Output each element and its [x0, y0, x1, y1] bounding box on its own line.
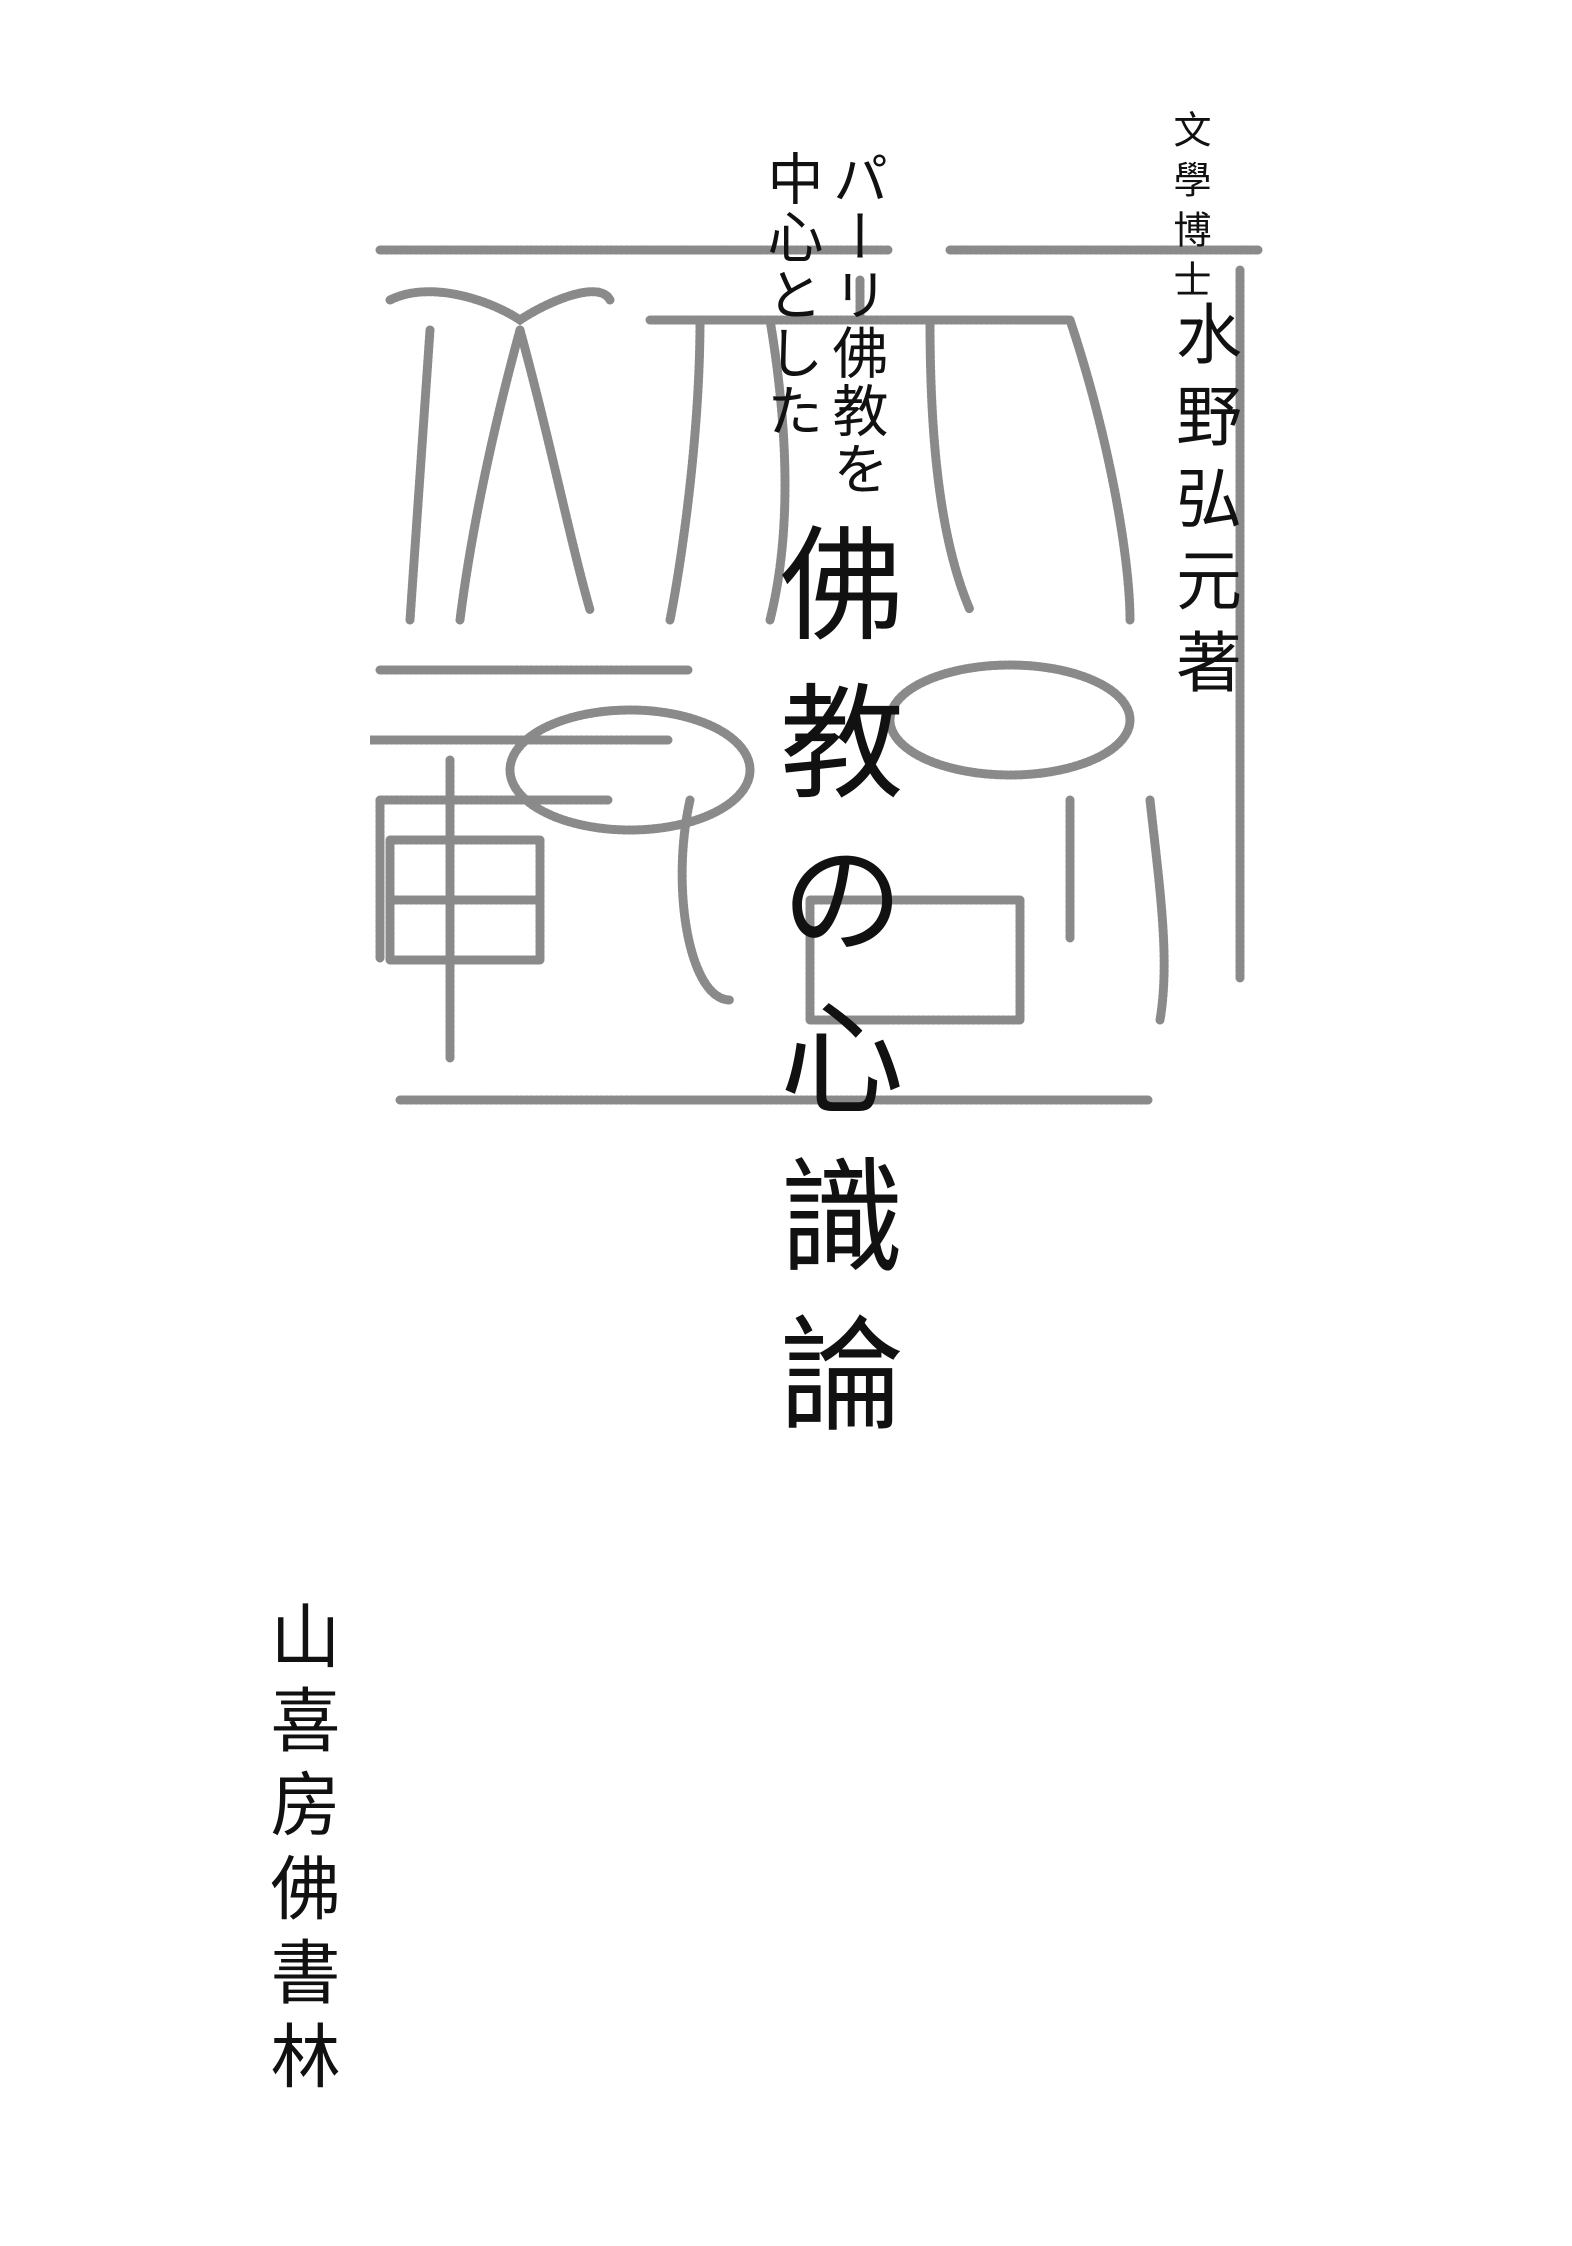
subtitle-line-1: パーリ佛教を — [823, 150, 888, 498]
subtitle-line-2: 中心とした — [758, 150, 823, 440]
author-degree: 文學博士 — [1167, 110, 1211, 310]
publisher-name: 山喜房佛書林 — [259, 1600, 341, 2104]
author-name: 水野弘元著 — [1165, 300, 1242, 710]
seal-watermark — [370, 245, 1265, 1105]
book-title: 佛教の心識論 — [758, 520, 902, 1468]
